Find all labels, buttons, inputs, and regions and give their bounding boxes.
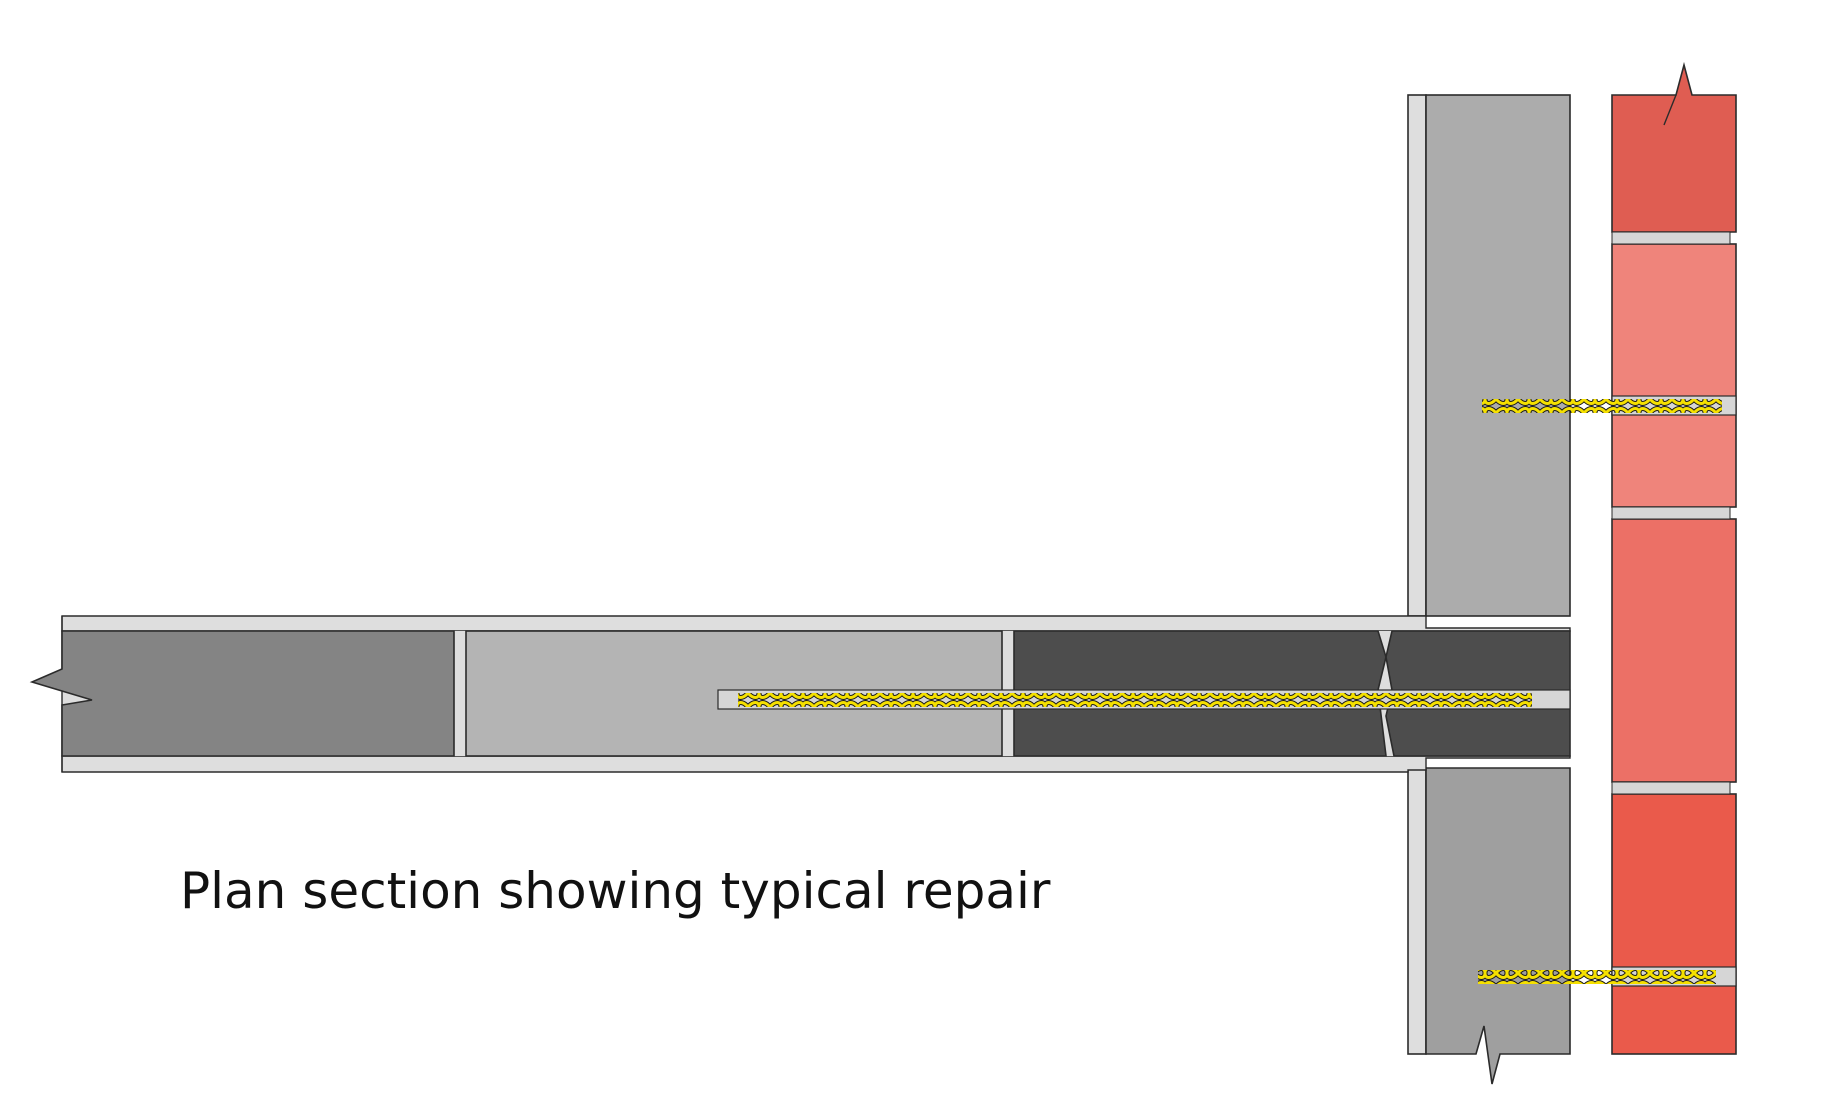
partition-render-bottom bbox=[61, 755, 1571, 773]
upper-wall-tie bbox=[1482, 395, 1737, 416]
helical-tie-icon bbox=[1478, 970, 1716, 984]
brick-1 bbox=[1611, 61, 1737, 233]
partition-block-1 bbox=[29, 630, 455, 757]
vertical-block-wall bbox=[1407, 94, 1571, 1085]
helical-tie-icon bbox=[738, 693, 1532, 707]
brick-2 bbox=[1611, 243, 1737, 508]
partition-render bbox=[61, 615, 1571, 632]
brick-3 bbox=[1611, 518, 1737, 783]
wall-render-upper bbox=[1407, 94, 1427, 617]
wall-block-lower bbox=[1425, 767, 1571, 1085]
brick-4 bbox=[1611, 793, 1737, 1055]
wall-render-lower bbox=[1407, 767, 1427, 1055]
lower-wall-tie bbox=[1478, 966, 1737, 987]
partition-wall bbox=[29, 615, 1571, 773]
helical-tie-icon bbox=[1482, 399, 1722, 413]
brick-leaf bbox=[1611, 61, 1737, 1055]
diagram-caption: Plan section showing typical repair bbox=[180, 862, 1051, 920]
wall-block-upper bbox=[1425, 94, 1571, 617]
